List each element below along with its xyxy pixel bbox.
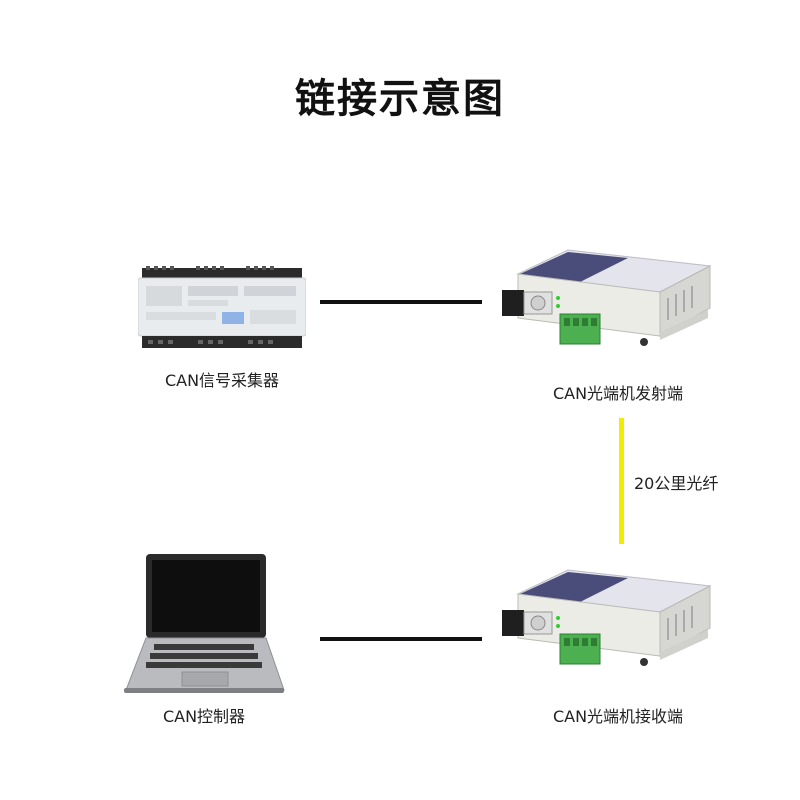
fiber-transmitter-label: CAN光端机发射端 bbox=[552, 384, 684, 403]
fiber-receiver-image bbox=[502, 569, 712, 666]
fiber-receiver-label: CAN光端机接收端 bbox=[552, 707, 684, 726]
can-cable-bottom bbox=[320, 637, 482, 641]
fiber-link bbox=[619, 418, 624, 544]
laptop-controller-image bbox=[124, 554, 285, 693]
can-controller-label: CAN控制器 bbox=[162, 707, 246, 726]
fiber-link-label: 20公里光纤 bbox=[634, 474, 719, 493]
can-cable-top bbox=[320, 300, 482, 304]
can-collector-label: CAN信号采集器 bbox=[164, 371, 280, 390]
diagram-title: 链接示意图 bbox=[295, 76, 505, 122]
can-collector-image bbox=[138, 266, 306, 348]
fiber-transmitter-image bbox=[502, 249, 712, 346]
